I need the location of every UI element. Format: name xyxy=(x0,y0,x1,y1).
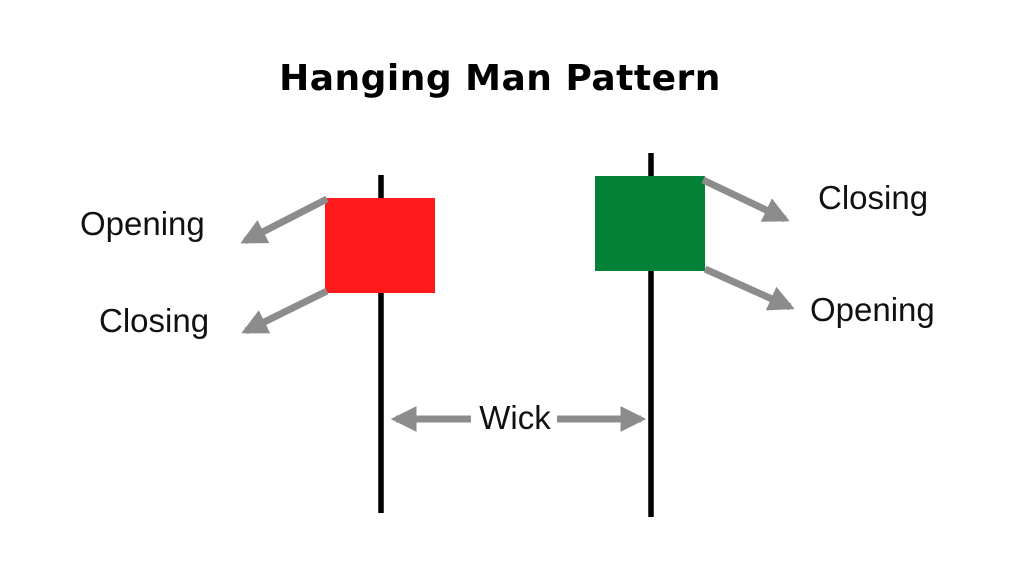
diagram-title: Hanging Man Pattern xyxy=(279,58,721,99)
label-opening-bullish: Opening xyxy=(810,291,935,328)
label-opening-bearish: Opening xyxy=(80,205,205,242)
label-closing-bullish: Closing xyxy=(818,179,929,216)
arrow-to-opening-bearish-icon xyxy=(240,195,329,245)
label-closing-bearish: Closing xyxy=(99,302,210,339)
arrow-to-opening-bullish-icon xyxy=(703,265,795,311)
arrow-to-closing-bearish-icon xyxy=(241,287,329,335)
label-wick: Wick xyxy=(479,399,551,436)
arrow-to-closing-bullish-icon xyxy=(701,176,790,223)
bearish-candle-body xyxy=(325,198,435,293)
bullish-candle-body xyxy=(595,176,705,271)
